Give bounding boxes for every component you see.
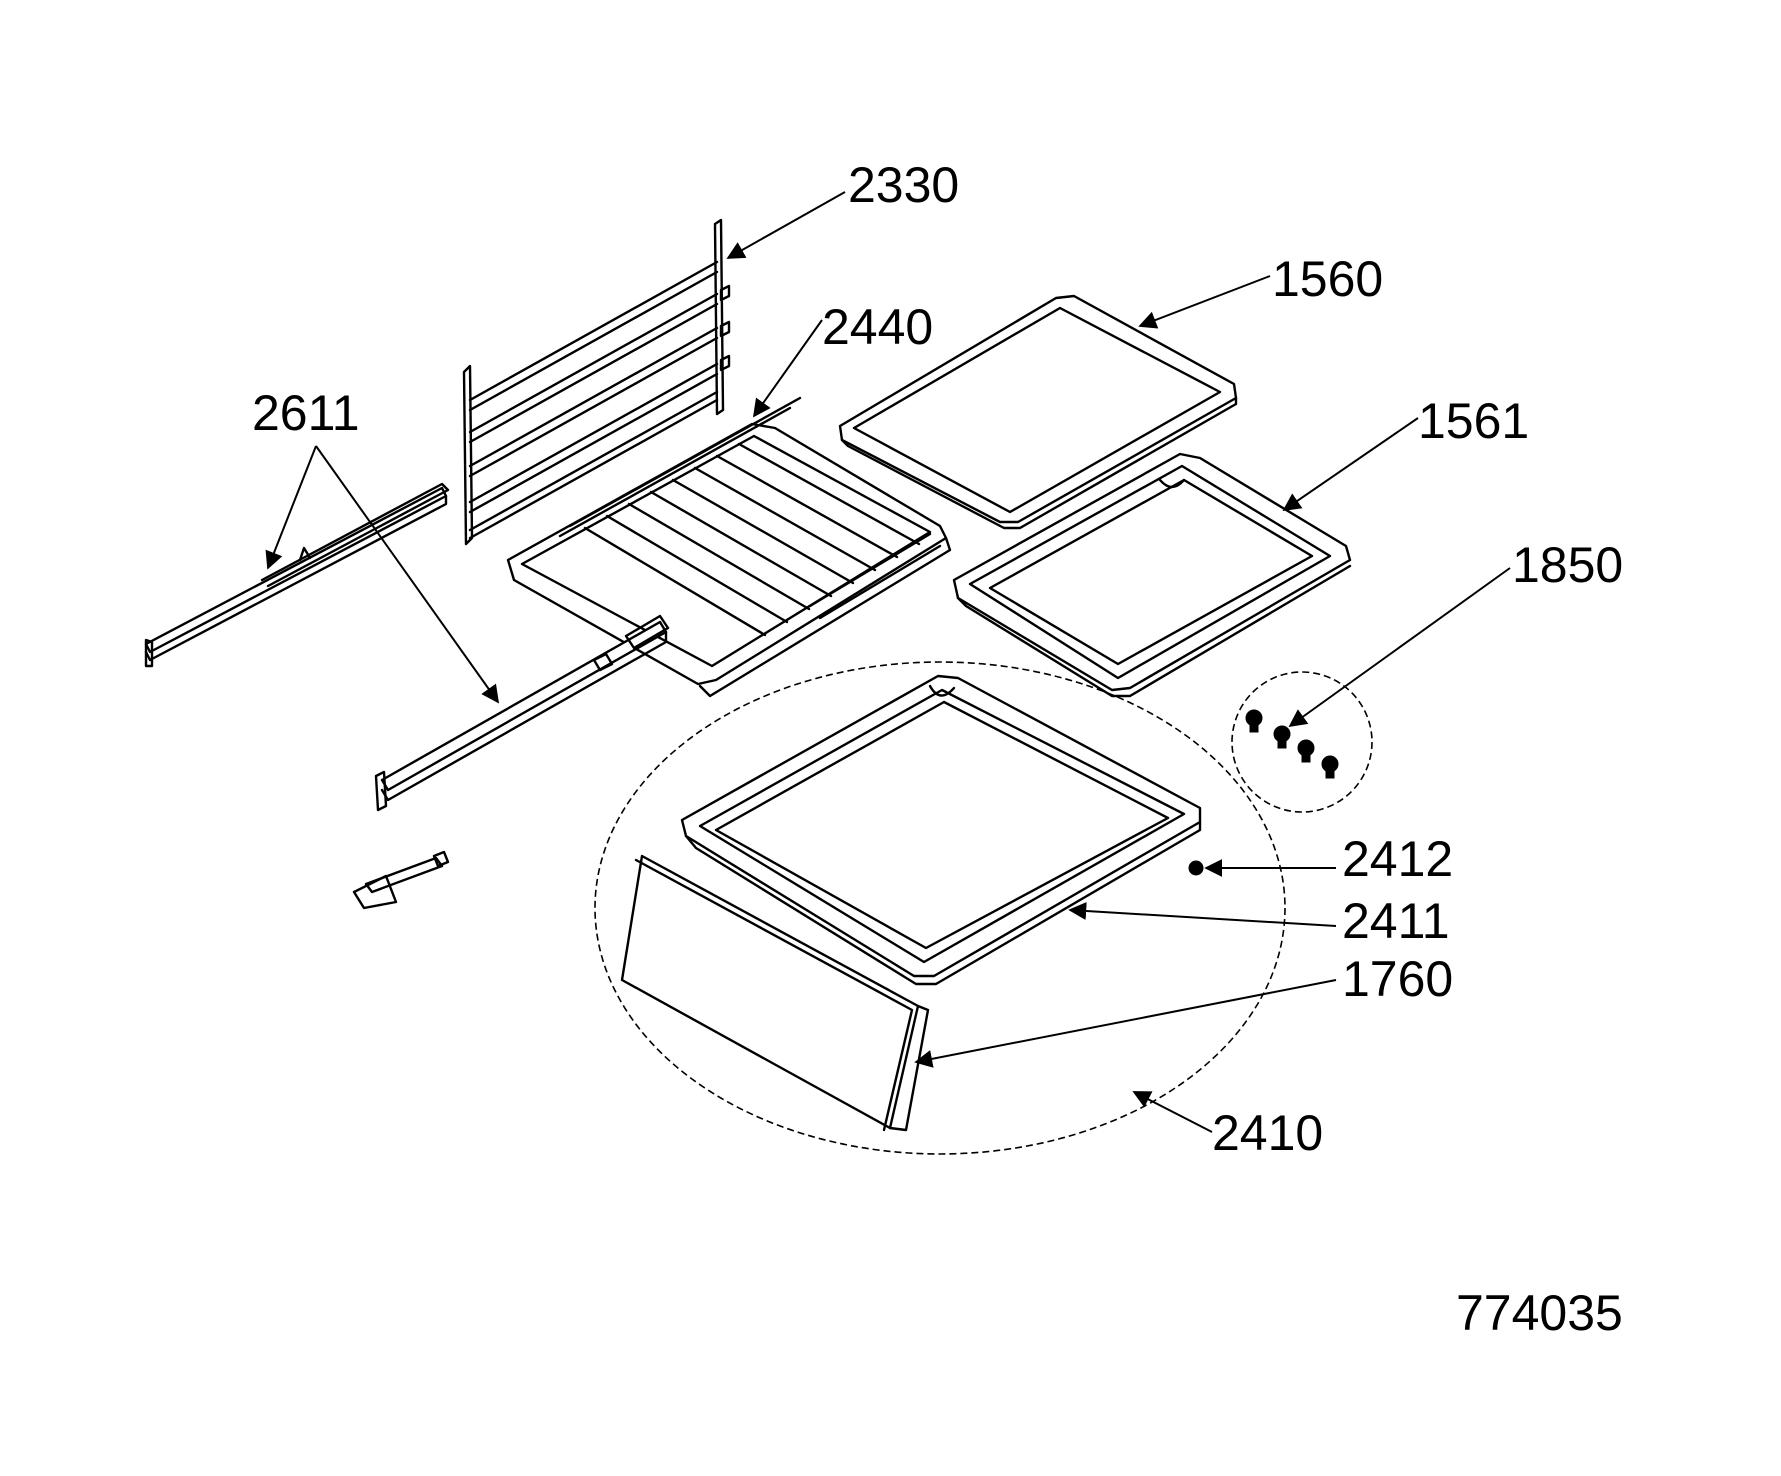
- feet-group-1850: [1231, 671, 1373, 813]
- drawing-number: 774035: [1456, 1285, 1623, 1341]
- label-2330: 2330: [848, 157, 959, 213]
- leader-1560: [1138, 275, 1271, 329]
- leader-2411: [1068, 901, 1337, 927]
- label-1850: 1850: [1512, 537, 1623, 593]
- telescopic-slide-front-2611: [374, 614, 670, 812]
- label-2412: 2412: [1342, 831, 1453, 887]
- shelf-support-rack-2330: [462, 218, 731, 546]
- leader-1760: [914, 979, 1337, 1068]
- leader-2611-a: [265, 445, 317, 570]
- telescopic-slide-rear-2611: [144, 482, 450, 668]
- feet-group-outline: [1231, 671, 1373, 813]
- label-2410: 2410: [1212, 1105, 1323, 1161]
- drawer-tray-2411: [680, 674, 1202, 986]
- leader-1850: [1288, 567, 1511, 728]
- leader-2410: [1132, 1091, 1213, 1133]
- clip-2412: [1188, 860, 1204, 876]
- label-2611: 2611: [252, 385, 360, 441]
- foot-2: [1273, 725, 1291, 749]
- leader-lines: [265, 191, 1511, 1133]
- label-1760: 1760: [1342, 951, 1453, 1007]
- label-1561: 1561: [1418, 393, 1529, 449]
- drawer-front-1760: [620, 854, 930, 1132]
- label-2411: 2411: [1342, 893, 1450, 949]
- roasting-pan-1561: [952, 452, 1352, 698]
- leader-2330: [726, 191, 846, 259]
- label-1560: 1560: [1272, 251, 1383, 307]
- foot-4: [1321, 755, 1339, 779]
- leader-2440: [752, 319, 823, 418]
- label-2440: 2440: [822, 299, 933, 355]
- leader-2611-b: [315, 445, 500, 704]
- grill-shelf-2440: [506, 396, 952, 698]
- drawer-assembly-2410: [594, 661, 1286, 1155]
- foot-3: [1297, 739, 1315, 763]
- leader-1561: [1282, 417, 1419, 512]
- foot-1: [1245, 709, 1263, 733]
- flat-baking-tray-1560: [838, 294, 1238, 530]
- part-labels: 2330 1560 2440 2611 1561 1850 2412 2411 …: [252, 157, 1623, 1341]
- drawer-assembly-group-outline: [594, 661, 1286, 1155]
- handle-piece: [352, 850, 450, 910]
